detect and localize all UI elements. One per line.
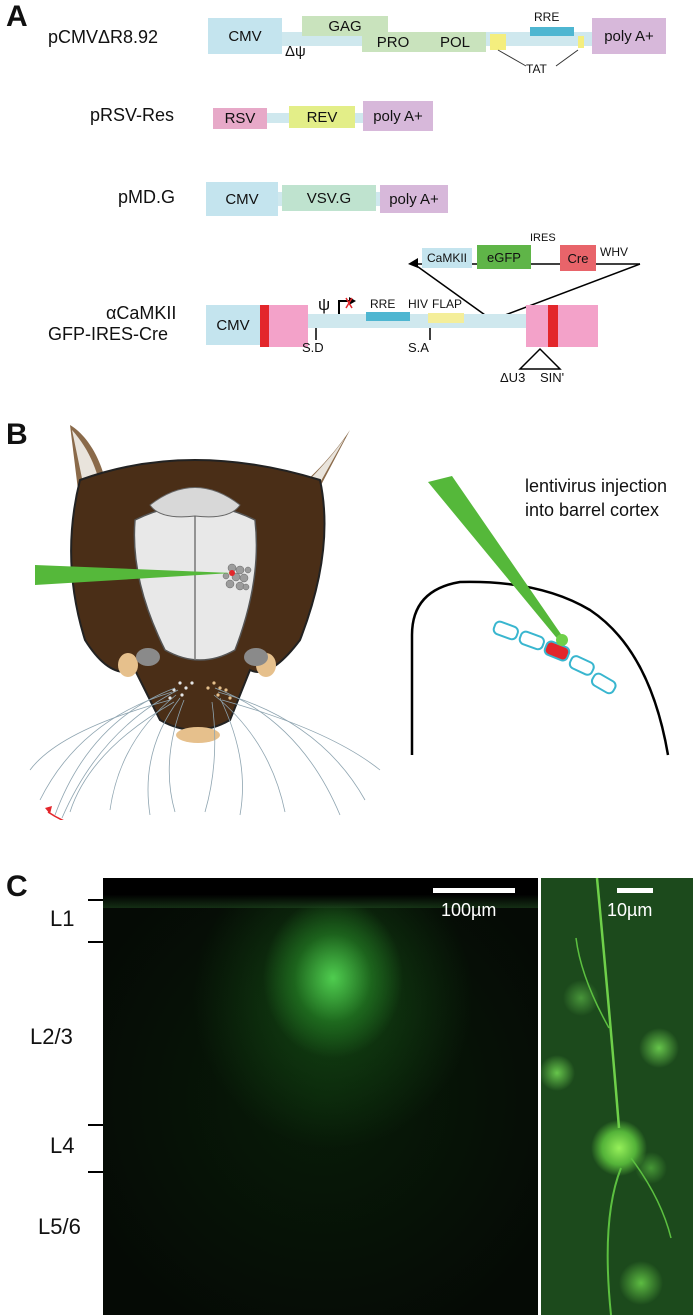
plasmid1-cmv: CMV xyxy=(208,18,282,54)
promoter-arrow-icon xyxy=(338,297,356,314)
plasmid2-rsv: RSV xyxy=(213,108,267,129)
plasmid1-rre-label: RRE xyxy=(534,10,560,24)
panel-label-a: A xyxy=(6,0,28,33)
insert-camkii: CaMKII xyxy=(422,248,472,268)
layer-ticks xyxy=(88,899,103,1173)
plasmid4-rre xyxy=(366,312,410,321)
plasmid-name-prsv: pRSV-Res xyxy=(90,105,175,125)
plasmid4-delta-u3-triangle xyxy=(518,347,562,370)
insert-egfp: eGFP xyxy=(477,245,531,269)
plasmid3-cmv: CMV xyxy=(206,182,278,216)
plasmid3-vsvg: VSV.G xyxy=(282,185,376,211)
plasmid1-tat-exon1 xyxy=(490,34,506,50)
plasmid1-gag: GAG xyxy=(302,16,388,36)
cortex-section-illustration xyxy=(410,476,670,756)
layer-label-l56: L5/6 xyxy=(38,1214,81,1239)
plasmid4-psi: ψ xyxy=(318,295,331,314)
panel-label-b: B xyxy=(6,418,28,451)
plasmid4-du3-label: ΔU3 xyxy=(500,370,526,385)
scale-label-10um: 10µm xyxy=(607,900,653,920)
plasmid4-ltr3-pink xyxy=(526,305,598,347)
plasmid1-delta-psi: Δψ xyxy=(285,43,306,60)
layer-label-l1: L1 xyxy=(50,906,75,931)
plasmid4-hiv-label: HIV xyxy=(408,297,429,311)
neuron-dendrites xyxy=(575,878,672,1315)
plasmid1-pro: PRO xyxy=(362,32,424,52)
injection-label-line1: lentivirus injection xyxy=(525,476,668,496)
panel-label-c: C xyxy=(6,870,28,903)
plasmid1-tat-lines xyxy=(497,49,579,67)
plasmid-name-pmdg: pMD.G xyxy=(118,187,176,207)
plasmid1-tat-label: TAT xyxy=(526,62,547,76)
mouse-head-illustration xyxy=(29,425,381,820)
plasmid4-backbone xyxy=(306,314,536,328)
micrograph-pia xyxy=(103,878,538,908)
plasmid3-polya: poly A+ xyxy=(380,185,448,213)
plasmid-name-camkii-line1: αCaMKII xyxy=(106,303,177,323)
insert-whv-label: WHV xyxy=(600,245,628,259)
insert-ires-label: IRES xyxy=(530,232,556,244)
plasmid4-ltr3-red xyxy=(548,305,558,347)
plasmid1-rre xyxy=(530,27,574,36)
plasmid1-tat-exon2 xyxy=(578,36,584,48)
insert-cre: Cre xyxy=(560,245,596,271)
plasmid4-flap-label: FLAP xyxy=(432,297,463,311)
plasmid2-rev: REV xyxy=(289,106,355,128)
plasmid4-site-ticks xyxy=(315,328,431,340)
plasmid4-flap xyxy=(428,313,464,323)
micrograph-neuron-detail: 10µm xyxy=(541,878,693,1315)
plasmid4-sd-label: S.D xyxy=(302,340,324,355)
layer-label-l23: L2/3 xyxy=(30,1024,73,1049)
plasmid2-polya: poly A+ xyxy=(363,101,433,131)
plasmid4-cmv: CMV xyxy=(206,305,260,345)
plasmid4-rre-label: RRE xyxy=(370,297,396,311)
scale-bar-10um xyxy=(617,888,653,893)
scale-label-100um: 100µm xyxy=(441,900,497,920)
plasmid4-sin-label: SIN' xyxy=(540,370,565,385)
plasmid4-ltr5-red xyxy=(260,305,269,347)
plasmid-name-camkii-line2: GFP-IRES-Cre xyxy=(48,324,169,344)
plasmid4-sa-label: S.A xyxy=(408,340,429,355)
micrograph-barrel-cortex: 100µm xyxy=(103,878,538,1315)
plasmid-name-pcmv: pCMVΔR8.92 xyxy=(48,27,159,47)
injection-label-line2: into barrel cortex xyxy=(525,500,660,520)
layer-label-l4: L4 xyxy=(50,1133,75,1158)
plasmid1-polya: poly A+ xyxy=(592,18,666,54)
scale-bar-100um xyxy=(433,888,515,893)
plasmid1-pol: POL xyxy=(424,32,486,52)
